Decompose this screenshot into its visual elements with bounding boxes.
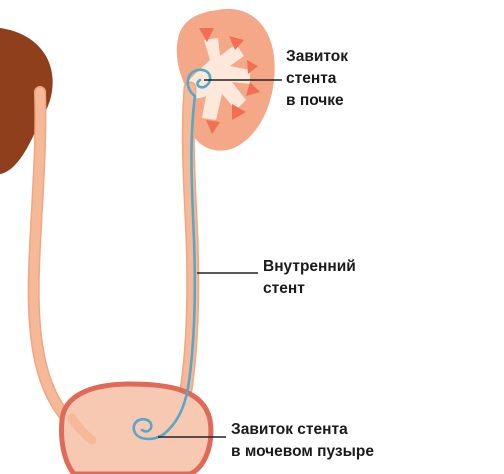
label-inner-stent: Внутренний стент [263,256,356,300]
label-bladder-coil-line-1: Завиток стента [231,421,348,438]
renal-papilla [246,82,260,96]
bladder [59,381,214,474]
renal-papilla [206,120,220,134]
renal-papilla [199,28,214,42]
renal-papilla [229,36,244,50]
label-kidney-coil-line-1: Завиток [286,48,348,65]
renal-papilla [247,60,258,74]
stent-bladder-coil [132,417,166,441]
label-kidney-coil-line-2: стента [286,70,337,87]
label-kidney-coil: Завиток стента в почке [286,46,348,112]
stent-shaft [162,94,197,436]
ureteral-stent [132,68,212,441]
label-kidney-coil-line-3: в почке [286,92,344,109]
label-inner-stent-line-1: Внутренний [263,258,356,275]
stent-kidney-coil [186,68,212,98]
label-inner-stent-line-2: стент [263,280,305,297]
left-kidney [0,28,53,174]
renal-calyces [186,38,250,120]
label-bladder-coil: Завиток стента в мочевом пузыре [231,419,374,463]
renal-papilla [232,104,246,120]
label-bladder-coil-line-2: в мочевом пузыре [231,443,374,460]
